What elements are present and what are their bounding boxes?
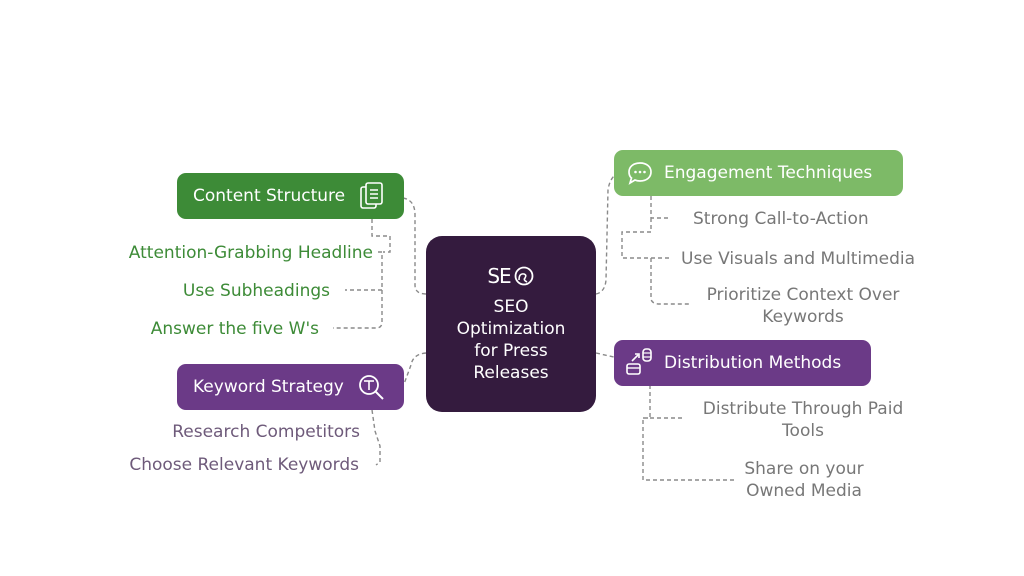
leaf-line: Keywords [762, 307, 844, 327]
leaf-line: Distribute Through Paid [702, 399, 904, 419]
connector-engagement-leaves [621, 196, 690, 305]
branch-distribution-methods[interactable]: Distribution Methods [614, 340, 871, 386]
database-transfer-icon [624, 347, 654, 379]
leaf-line: Prioritize Context Over [706, 285, 900, 305]
connector-keyword-strategy [403, 352, 427, 385]
leaf-answer-five-ws[interactable]: Answer the five W's [150, 319, 319, 339]
globe-icon [514, 266, 534, 286]
branch-label: Content Structure [193, 186, 346, 206]
leaf-use-visuals-multimedia[interactable]: Use Visuals and Multimedia [681, 249, 916, 269]
document-copy-icon [359, 181, 385, 211]
leaf-prioritize-context[interactable]: Prioritize Context Over Keywords [690, 284, 916, 328]
central-topic-title: SEO Optimization for Press Releases [426, 296, 596, 384]
connector-content-structure [402, 197, 427, 295]
central-topic-node[interactable]: SE SEO Optimization for Press Releases [426, 236, 596, 412]
leaf-line: Owned Media [746, 481, 862, 501]
seo-logo-text: SE [487, 264, 511, 288]
leaf-line: Tools [782, 421, 824, 441]
central-title-line: SEO [493, 297, 529, 317]
connector-engagement [595, 171, 621, 295]
leaf-choose-relevant-keywords[interactable]: Choose Relevant Keywords [129, 455, 359, 475]
branch-content-structure[interactable]: Content Structure [177, 173, 404, 219]
seo-logo: SE [426, 264, 596, 288]
leaf-share-owned-media[interactable]: Share on your Owned Media [733, 458, 875, 502]
branch-label: Engagement Techniques [664, 163, 873, 183]
leaf-research-competitors[interactable]: Research Competitors [172, 422, 360, 442]
leaf-line: Share on your [744, 459, 864, 479]
branch-engagement-techniques[interactable]: Engagement Techniques [614, 150, 903, 196]
central-title-line: Optimization [456, 319, 566, 339]
branch-label: Keyword Strategy [193, 377, 344, 397]
connector-distribution-leaves [642, 385, 735, 481]
central-title-line: Releases [473, 363, 549, 383]
connector-distribution [595, 352, 615, 358]
central-title-line: for Press [474, 341, 548, 361]
branch-label: Distribution Methods [664, 353, 842, 373]
leaf-attention-grabbing-headline[interactable]: Attention-Grabbing Headline [128, 243, 373, 263]
connector-keyword-leaves [371, 409, 381, 466]
connector-content-leaves [333, 219, 391, 329]
chat-bubble-icon [626, 160, 654, 186]
branch-keyword-strategy[interactable]: Keyword Strategy [177, 364, 404, 410]
magnifier-text-icon [356, 372, 386, 402]
leaf-use-subheadings[interactable]: Use Subheadings [182, 281, 330, 301]
leaf-strong-call-to-action[interactable]: Strong Call-to-Action [693, 209, 869, 229]
leaf-distribute-paid-tools[interactable]: Distribute Through Paid Tools [685, 398, 921, 442]
